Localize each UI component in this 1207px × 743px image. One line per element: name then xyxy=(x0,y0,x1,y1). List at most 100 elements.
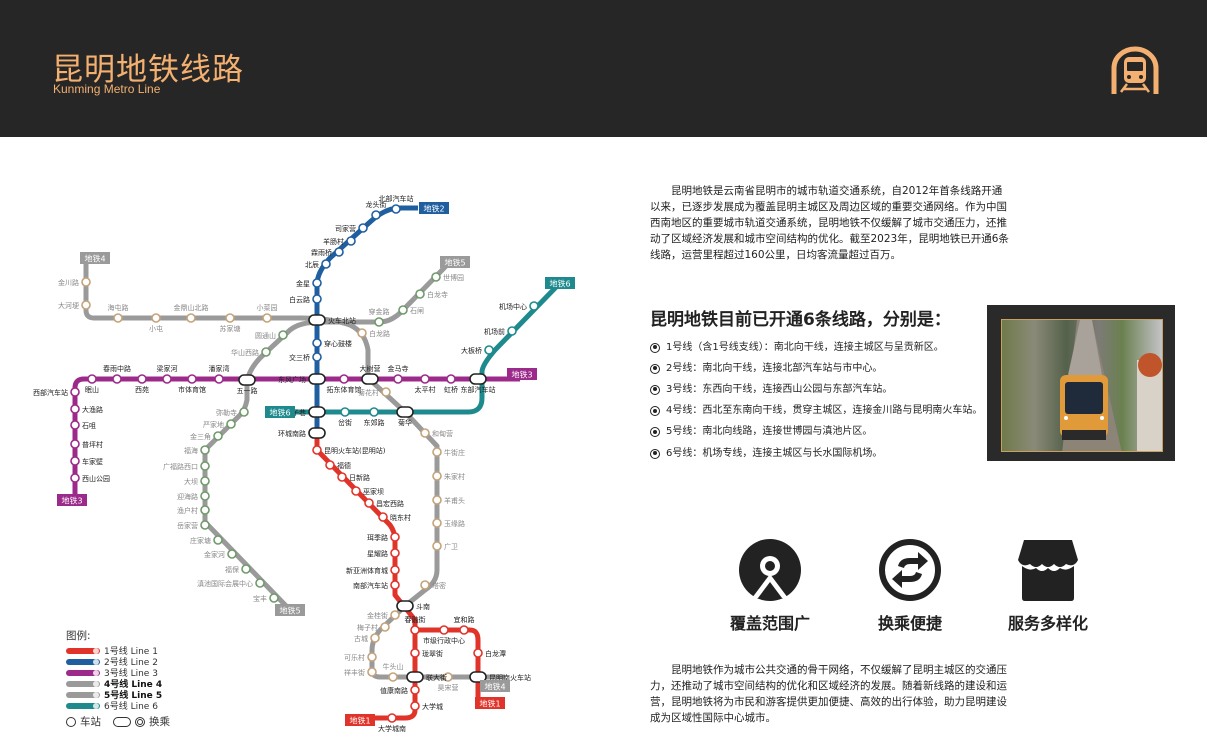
interchange-label: 昆明南火车站 xyxy=(489,673,531,682)
station-marker xyxy=(380,622,390,632)
station-marker xyxy=(432,471,442,481)
outro-paragraph: 昆明地铁作为城市公共交通的骨干网络，不仅缓解了昆明主城区的交通压力，还推动了城市… xyxy=(650,664,1007,724)
station-marker xyxy=(367,652,377,662)
station-marker xyxy=(370,633,380,643)
station-label: 严家地 xyxy=(203,420,224,429)
station-label: 大板桥 xyxy=(461,346,482,355)
station-label: 岳家营 xyxy=(177,521,198,530)
terminus-badge xyxy=(345,714,375,726)
interchange-marker xyxy=(406,671,424,683)
list-item-text: 3号线：东西向干线，连接西山公园与东部汽车站。 xyxy=(666,383,893,395)
legend-item-line-6: 6号线 Line 6 xyxy=(66,700,170,712)
legend-item-line-5: 5号线 Line 5 xyxy=(66,689,170,701)
station-label: 世博园 xyxy=(443,273,464,282)
station-marker xyxy=(186,313,196,323)
terminus-label: 地铁5 xyxy=(279,606,300,616)
station-label: 白龙路 xyxy=(369,329,390,338)
station-marker xyxy=(226,419,236,429)
station-label: 西苑 xyxy=(135,385,149,394)
terminus-label: 地铁3 xyxy=(511,370,532,380)
station-marker xyxy=(213,431,223,441)
station-marker xyxy=(432,541,442,551)
station-marker xyxy=(420,374,430,384)
station-label: 庄家塘 xyxy=(190,536,211,545)
station-marker xyxy=(367,667,377,677)
station-label: 和甸营 xyxy=(432,429,453,438)
terminus-badge xyxy=(275,604,305,616)
station-label: 广福路西口 xyxy=(163,462,198,471)
station-marker xyxy=(410,648,420,658)
legend-label: 6号线 Line 6 xyxy=(104,702,158,712)
transfer-circle-icon xyxy=(135,716,145,727)
station-marker xyxy=(334,247,344,257)
legend-swatch xyxy=(66,691,100,698)
list-item-text: 1号线（含1号线支线）：南北向干线，连接主城区与呈贡新区。 xyxy=(666,341,944,353)
radio-bullet-icon xyxy=(650,448,660,459)
list-item-text: 4号线：西北至东南向干线，贯穿主城区，连接金川路与昆明南火车站。 xyxy=(666,405,983,417)
station-marker xyxy=(432,518,442,528)
station-label: 古城 xyxy=(354,634,368,643)
legend-item-line-2: 2号线 Line 2 xyxy=(66,656,170,668)
legend-transfer-label: 换乘 xyxy=(149,716,170,728)
station-marker xyxy=(357,328,367,338)
station-marker xyxy=(410,701,420,711)
station-marker xyxy=(227,549,237,559)
station-marker xyxy=(398,305,408,315)
station-marker xyxy=(432,447,442,457)
station-marker xyxy=(312,278,322,288)
station-marker xyxy=(443,672,453,682)
station-marker xyxy=(214,374,224,384)
station-marker xyxy=(432,495,442,505)
station-marker xyxy=(255,578,265,588)
terminus-label: 地铁4 xyxy=(84,254,105,264)
station-label: 华山西路 xyxy=(231,348,259,357)
station-label: 羊甫头 xyxy=(444,496,465,505)
station-label: 大渔路 xyxy=(82,405,103,414)
legend-label: 2号线 Line 2 xyxy=(104,658,158,668)
station-label: 小屯 xyxy=(149,324,163,333)
terminus-label: 地铁5 xyxy=(444,258,465,268)
station-marker xyxy=(415,289,425,299)
station-marker xyxy=(113,313,123,323)
station-marker xyxy=(162,374,172,384)
station-marker xyxy=(390,565,400,575)
station-label: 金家河 xyxy=(204,550,225,559)
station-label: 宝丰 xyxy=(253,594,267,603)
terminus-badge xyxy=(480,680,510,692)
station-marker xyxy=(390,532,400,542)
station-label: 潘家湾 xyxy=(209,364,230,373)
station-marker xyxy=(339,374,349,384)
station-label: 塔密 xyxy=(432,581,446,590)
radio-bullet-icon xyxy=(650,363,660,374)
station-marker xyxy=(390,610,400,620)
station-label: 太平村 xyxy=(415,385,436,394)
list-item: 6号线：机场专线，连接主城区与长水国际机场。 xyxy=(650,443,982,464)
station-marker xyxy=(439,625,449,635)
station-marker xyxy=(269,593,279,603)
station-label: 值康南路 xyxy=(380,686,408,695)
station-label: 石咀 xyxy=(82,422,96,430)
interchange-marker xyxy=(469,671,487,683)
station-label: 司家营 xyxy=(335,224,356,233)
terminus-badge xyxy=(545,277,575,289)
list-item: 2号线：南北向干线，连接北部汽车站与市中心。 xyxy=(650,358,982,379)
station-marker xyxy=(239,407,249,417)
station-label: 拓东体育馆 xyxy=(327,385,362,394)
legend-item-line-4: 4号线 Line 4 xyxy=(66,678,170,690)
station-label: 苏家塘 xyxy=(220,324,241,333)
station-marker xyxy=(200,445,210,455)
interchange-label: 大树营 xyxy=(360,364,381,373)
legend-label: 5号线 Line 5 xyxy=(104,691,163,701)
station-marker xyxy=(529,301,539,311)
terminus-badge xyxy=(57,494,87,506)
station-marker xyxy=(200,505,210,515)
station-label: 白龙潭 xyxy=(485,649,506,658)
legend-swatch xyxy=(66,647,100,654)
metro-train-icon xyxy=(1111,46,1159,94)
interchange-marker xyxy=(238,374,256,386)
station-marker xyxy=(200,520,210,530)
station-label: 霖雨桥 xyxy=(311,248,332,257)
station-label: 西山公园 xyxy=(82,474,110,483)
station-label: 昆明火车站(昆明站) xyxy=(324,446,386,455)
